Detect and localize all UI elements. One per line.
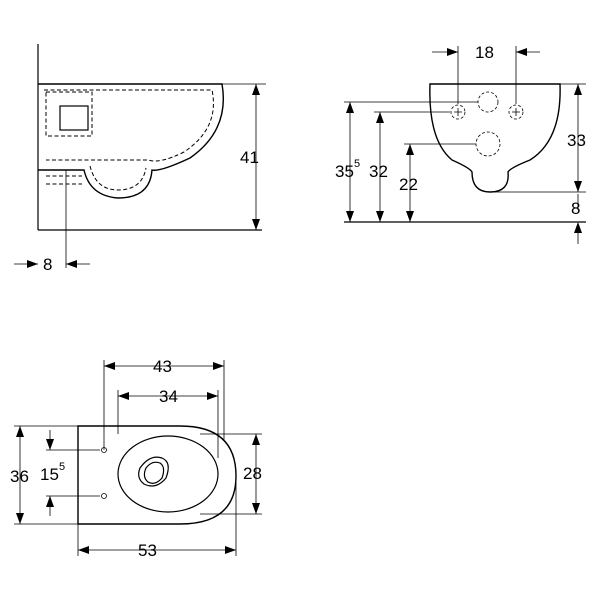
outlet-hole xyxy=(138,456,169,487)
arrow-left-icon xyxy=(78,546,89,554)
height-b-label: 32 xyxy=(369,162,388,181)
inlet-circle xyxy=(477,91,499,113)
arrow-up-icon xyxy=(346,102,354,113)
arrow-right-icon xyxy=(27,260,38,268)
hole-spacing-label: 15 xyxy=(40,465,59,484)
floor-offset-label: 8 xyxy=(571,199,580,218)
arrow-left-icon xyxy=(104,362,115,370)
arrow-down-icon xyxy=(252,219,260,230)
fixing-hole-crosshairs xyxy=(454,108,520,116)
arrow-right-icon xyxy=(207,392,218,400)
mounting-block xyxy=(59,105,89,131)
arrow-up-icon xyxy=(574,222,582,233)
arrow-down-icon xyxy=(346,211,354,222)
bowl-opening xyxy=(117,435,219,513)
arrow-down-icon xyxy=(376,211,384,222)
height-a-label: 35 xyxy=(335,162,354,181)
height-a-superscript: 5 xyxy=(354,158,360,170)
side-height-label: 41 xyxy=(240,148,259,167)
arrow-up-icon xyxy=(252,434,260,445)
arrow-up-icon xyxy=(376,112,384,123)
arrow-up-icon xyxy=(252,84,260,95)
mounting-bracket xyxy=(45,91,93,137)
fixing-hole-left xyxy=(450,104,466,120)
wall-offset-label: 8 xyxy=(43,255,52,274)
bowl-side-profile xyxy=(38,83,224,199)
fixing-hole-right xyxy=(508,104,524,120)
arrow-right-icon xyxy=(213,362,224,370)
arrow-down-icon xyxy=(574,181,582,192)
arrow-right-icon xyxy=(447,48,458,56)
outlet-circle xyxy=(475,131,501,157)
trap-hidden-line xyxy=(89,165,147,191)
arrow-left-icon xyxy=(516,48,527,56)
arrow-down-icon xyxy=(406,211,414,222)
side-view: 41 8 xyxy=(14,44,266,274)
bowl-front-profile xyxy=(429,83,561,193)
arrow-up-icon xyxy=(46,496,54,507)
arrow-up-icon xyxy=(406,144,414,155)
hole-spacing-superscript: 5 xyxy=(59,461,65,473)
arrow-left-icon xyxy=(118,392,129,400)
arrow-up-icon xyxy=(574,84,582,95)
outlet-hole-inner xyxy=(143,461,165,484)
top-height-label: 33 xyxy=(567,131,586,150)
plan-view: 43 34 36 15 5 28 53 xyxy=(10,357,262,560)
outlet-height-label: 22 xyxy=(399,175,418,194)
arrow-down-icon xyxy=(16,513,24,524)
arrow-down-icon xyxy=(252,503,260,514)
arrow-up-icon xyxy=(16,426,24,437)
overall-length-label: 53 xyxy=(138,541,157,560)
arrow-right-icon xyxy=(225,546,236,554)
arrow-left-icon xyxy=(66,260,77,268)
fixing-distance-label: 18 xyxy=(475,43,494,62)
bowl-length-label: 34 xyxy=(159,387,178,406)
inner-length-label: 43 xyxy=(153,357,172,376)
pan-plan-outline xyxy=(77,425,237,525)
arrow-down-icon xyxy=(46,439,54,450)
front-view: 18 35 5 32 22 33 8 xyxy=(335,43,586,244)
bowl-width-label: 28 xyxy=(243,464,262,483)
overall-width-label: 36 xyxy=(10,467,29,486)
bowl-inner-hidden-line xyxy=(44,89,214,162)
fixing-hole-bottom xyxy=(101,493,107,499)
